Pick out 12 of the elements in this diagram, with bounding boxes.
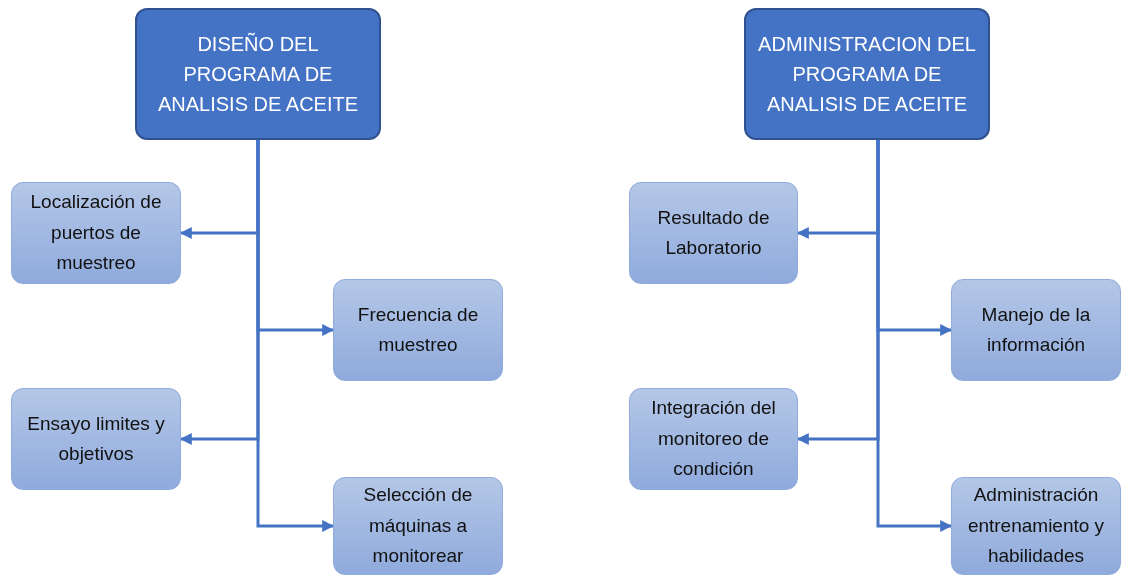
topic-box: Resultado de Laboratorio <box>629 182 798 284</box>
topic-box: Manejo de la información <box>951 279 1121 381</box>
topic-box: Ensayo limites y objetivos <box>11 388 181 490</box>
topic-box: Frecuencia de muestreo <box>333 279 503 381</box>
topic-box: Administración entrenamiento y habilidades <box>951 477 1121 575</box>
heading-box: ADMINISTRACION DEL PROGRAMA DE ANALISIS DE ACEITE <box>744 8 990 140</box>
topic-box: Selección de máquinas a monitorear <box>333 477 503 575</box>
arrow <box>256 140 335 532</box>
heading-box: DISEÑO DEL PROGRAMA DE ANALISIS DE ACEITE <box>135 8 381 140</box>
topic-box: Localización de puertos de muestreo <box>11 182 181 284</box>
arrow <box>876 140 953 532</box>
topic-box: Integración del monitoreo de condición <box>629 388 798 490</box>
